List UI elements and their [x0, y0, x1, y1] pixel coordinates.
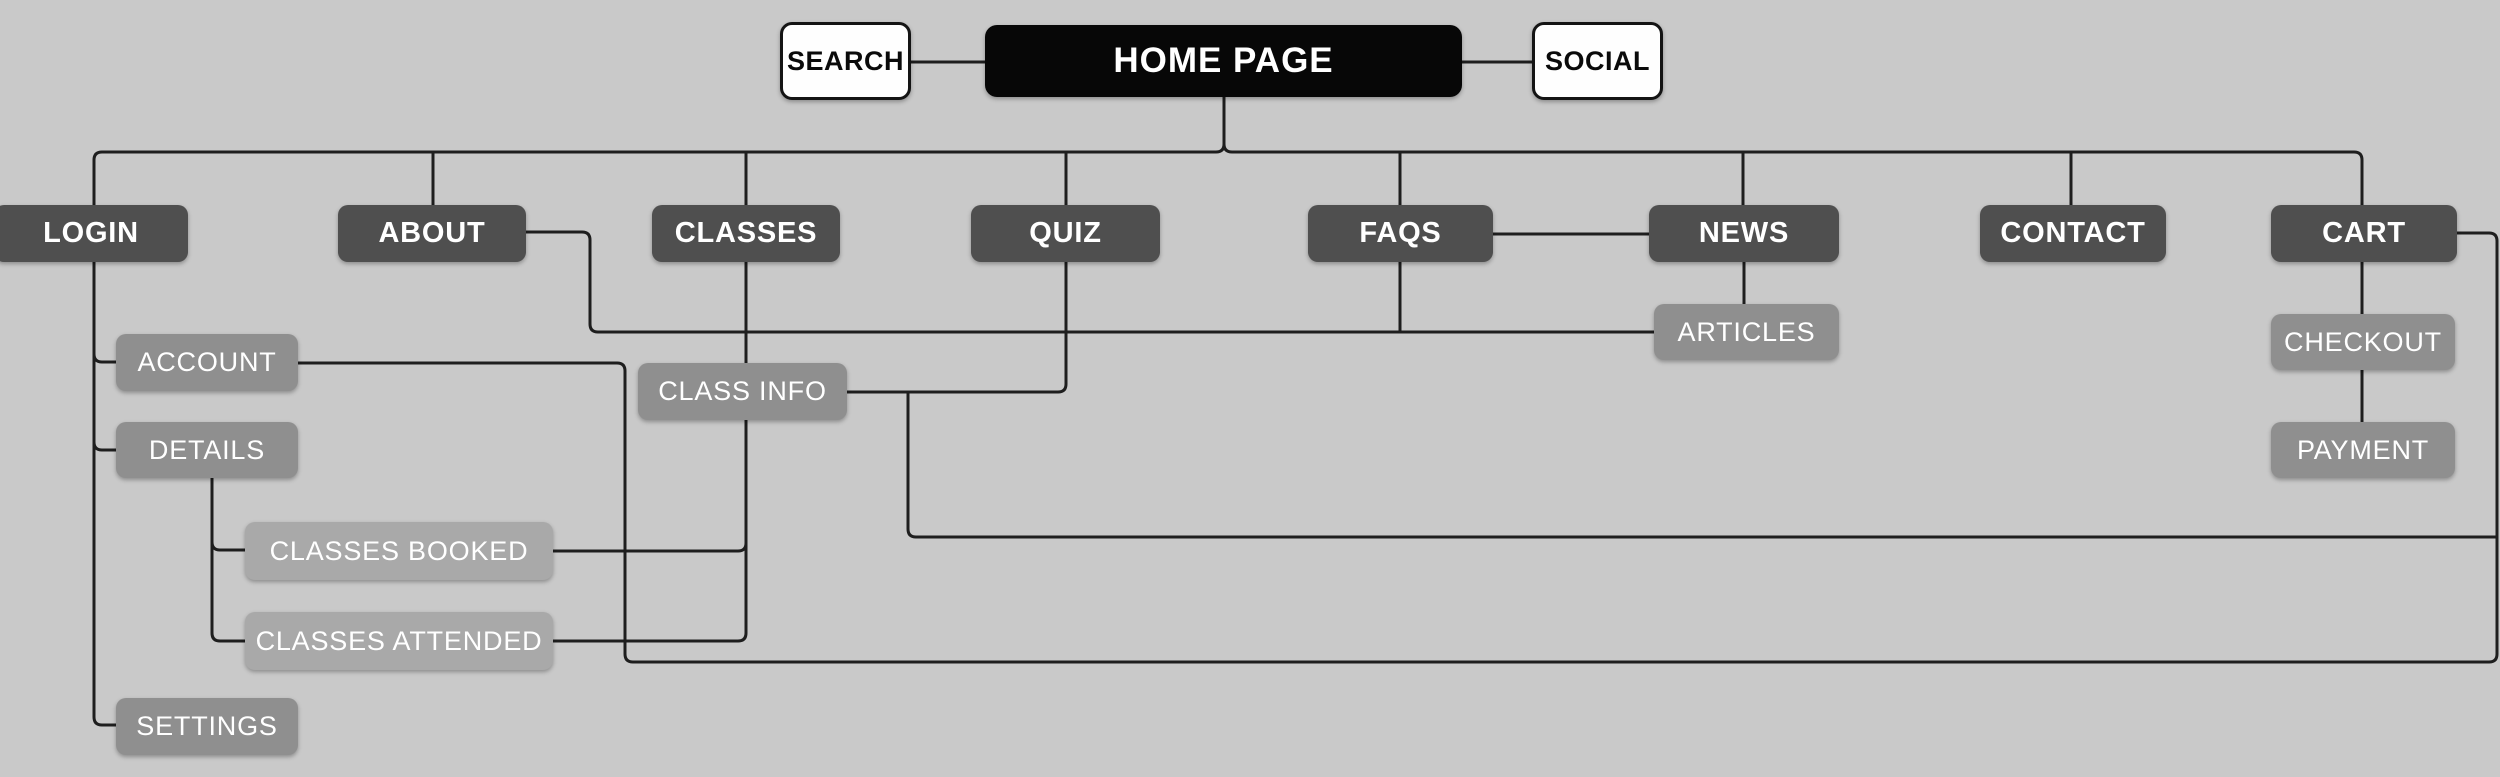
node-cart[interactable]: CART [2271, 205, 2457, 262]
edge-quiz-classinfo [847, 262, 1068, 394]
node-home-page[interactable]: HOME PAGE [985, 25, 1462, 97]
node-classes-attended[interactable]: CLASSES ATTENDED [245, 612, 553, 670]
node-contact[interactable]: CONTACT [1980, 205, 2166, 262]
node-details[interactable]: DETAILS [116, 422, 298, 478]
edge-login-details [92, 441, 116, 452]
rail-right [1232, 150, 2364, 205]
edge-booked-stem [553, 542, 748, 553]
node-class-info[interactable]: CLASS INFO [638, 363, 847, 420]
edge-login-settings [92, 262, 116, 727]
edge-account-cart [298, 231, 2499, 664]
node-classes-booked[interactable]: CLASSES BOOKED [245, 522, 553, 580]
node-classes[interactable]: CLASSES [652, 205, 840, 262]
edge-attended-stem [553, 632, 748, 643]
node-payment[interactable]: PAYMENT [2271, 422, 2455, 478]
edge-login-account [92, 353, 116, 364]
node-social[interactable]: SOCIAL [1532, 22, 1663, 100]
node-login[interactable]: LOGIN [0, 205, 188, 262]
node-quiz[interactable]: QUIZ [971, 205, 1160, 262]
edge-details-booked [210, 541, 245, 552]
node-search[interactable]: SEARCH [780, 22, 911, 100]
node-news[interactable]: NEWS [1649, 205, 1839, 262]
node-account[interactable]: ACCOUNT [116, 334, 298, 391]
rail-left [92, 150, 1216, 205]
node-settings[interactable]: SETTINGS [116, 698, 298, 755]
edge-rail-peak [1215, 143, 1233, 154]
node-faqs[interactable]: FAQS [1308, 205, 1493, 262]
edge-details-attended [210, 478, 245, 643]
node-checkout[interactable]: CHECKOUT [2271, 314, 2455, 370]
node-about[interactable]: ABOUT [338, 205, 526, 262]
node-articles[interactable]: ARTICLES [1654, 304, 1839, 360]
edge-classinfo-cart [906, 392, 2497, 539]
